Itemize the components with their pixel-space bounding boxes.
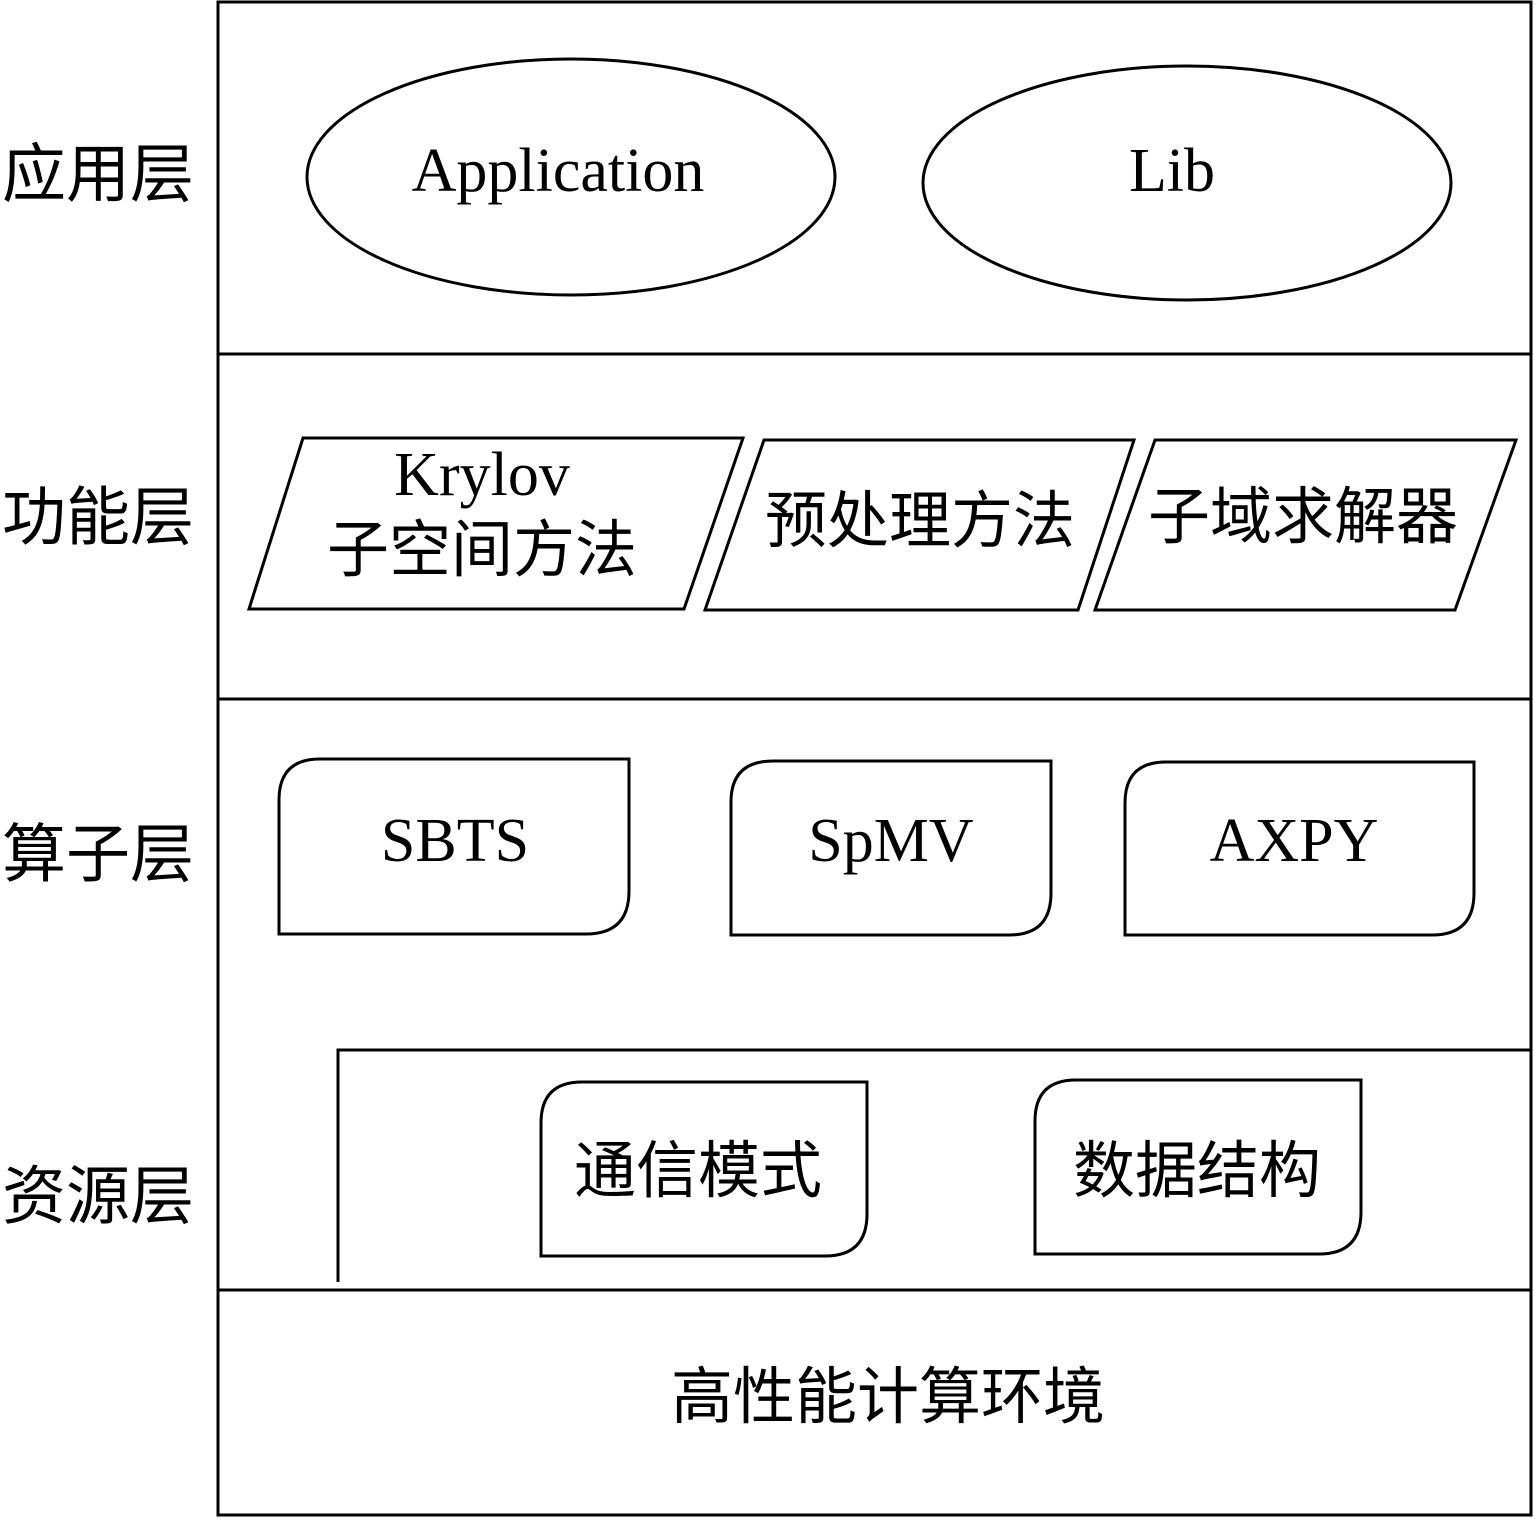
preconditioning-label: 预处理方法 bbox=[765, 488, 1075, 556]
subdomain-solver-parallelogram bbox=[1092, 438, 1519, 612]
communication-mode-node: 通信模式 bbox=[539, 1080, 869, 1258]
sbts-label: SBTS bbox=[381, 807, 529, 875]
application-node: Application bbox=[305, 57, 837, 297]
lib-node: Lib bbox=[921, 64, 1453, 302]
krylov-label-line1: Krylov bbox=[394, 441, 570, 509]
application-ellipse bbox=[305, 57, 837, 297]
sbts-node: SBTS bbox=[277, 757, 631, 936]
data-structure-box bbox=[1033, 1078, 1363, 1256]
spmv-label: SpMV bbox=[808, 807, 974, 875]
layer-label-function: 功能层 bbox=[2, 483, 194, 554]
data-structure-label: 数据结构 bbox=[1073, 1138, 1321, 1206]
axpy-node: AXPY bbox=[1123, 760, 1476, 937]
communication-mode-label: 通信模式 bbox=[574, 1138, 822, 1206]
outer-frame bbox=[216, 0, 1533, 1517]
krylov-parallelogram bbox=[246, 436, 746, 611]
preconditioning-parallelogram bbox=[702, 438, 1137, 612]
spmv-node: SpMV bbox=[729, 759, 1053, 937]
axpy-label: AXPY bbox=[1210, 807, 1379, 875]
subdomain-solver-label: 子域求解器 bbox=[1148, 484, 1458, 552]
communication-mode-box bbox=[539, 1080, 869, 1258]
preconditioning-node: 预处理方法 bbox=[702, 438, 1137, 612]
environment-label: 高性能计算环境 bbox=[671, 1364, 1105, 1432]
resource-group-frame bbox=[336, 1048, 1531, 1282]
data-structure-node: 数据结构 bbox=[1033, 1078, 1363, 1256]
krylov-node: Krylov 子空间方法 bbox=[246, 436, 746, 611]
lib-ellipse bbox=[921, 64, 1453, 302]
sbts-box bbox=[277, 757, 631, 936]
layer-label-operator: 算子层 bbox=[2, 820, 194, 891]
subdomain-solver-node: 子域求解器 bbox=[1092, 438, 1519, 612]
application-label: Application bbox=[412, 137, 705, 205]
spmv-box bbox=[729, 759, 1053, 937]
layer-label-resource: 资源层 bbox=[2, 1162, 194, 1233]
lib-label: Lib bbox=[1129, 137, 1215, 205]
krylov-label-line2: 子空间方法 bbox=[327, 517, 637, 585]
layer-label-application: 应用层 bbox=[2, 140, 194, 211]
axpy-box bbox=[1123, 760, 1476, 937]
